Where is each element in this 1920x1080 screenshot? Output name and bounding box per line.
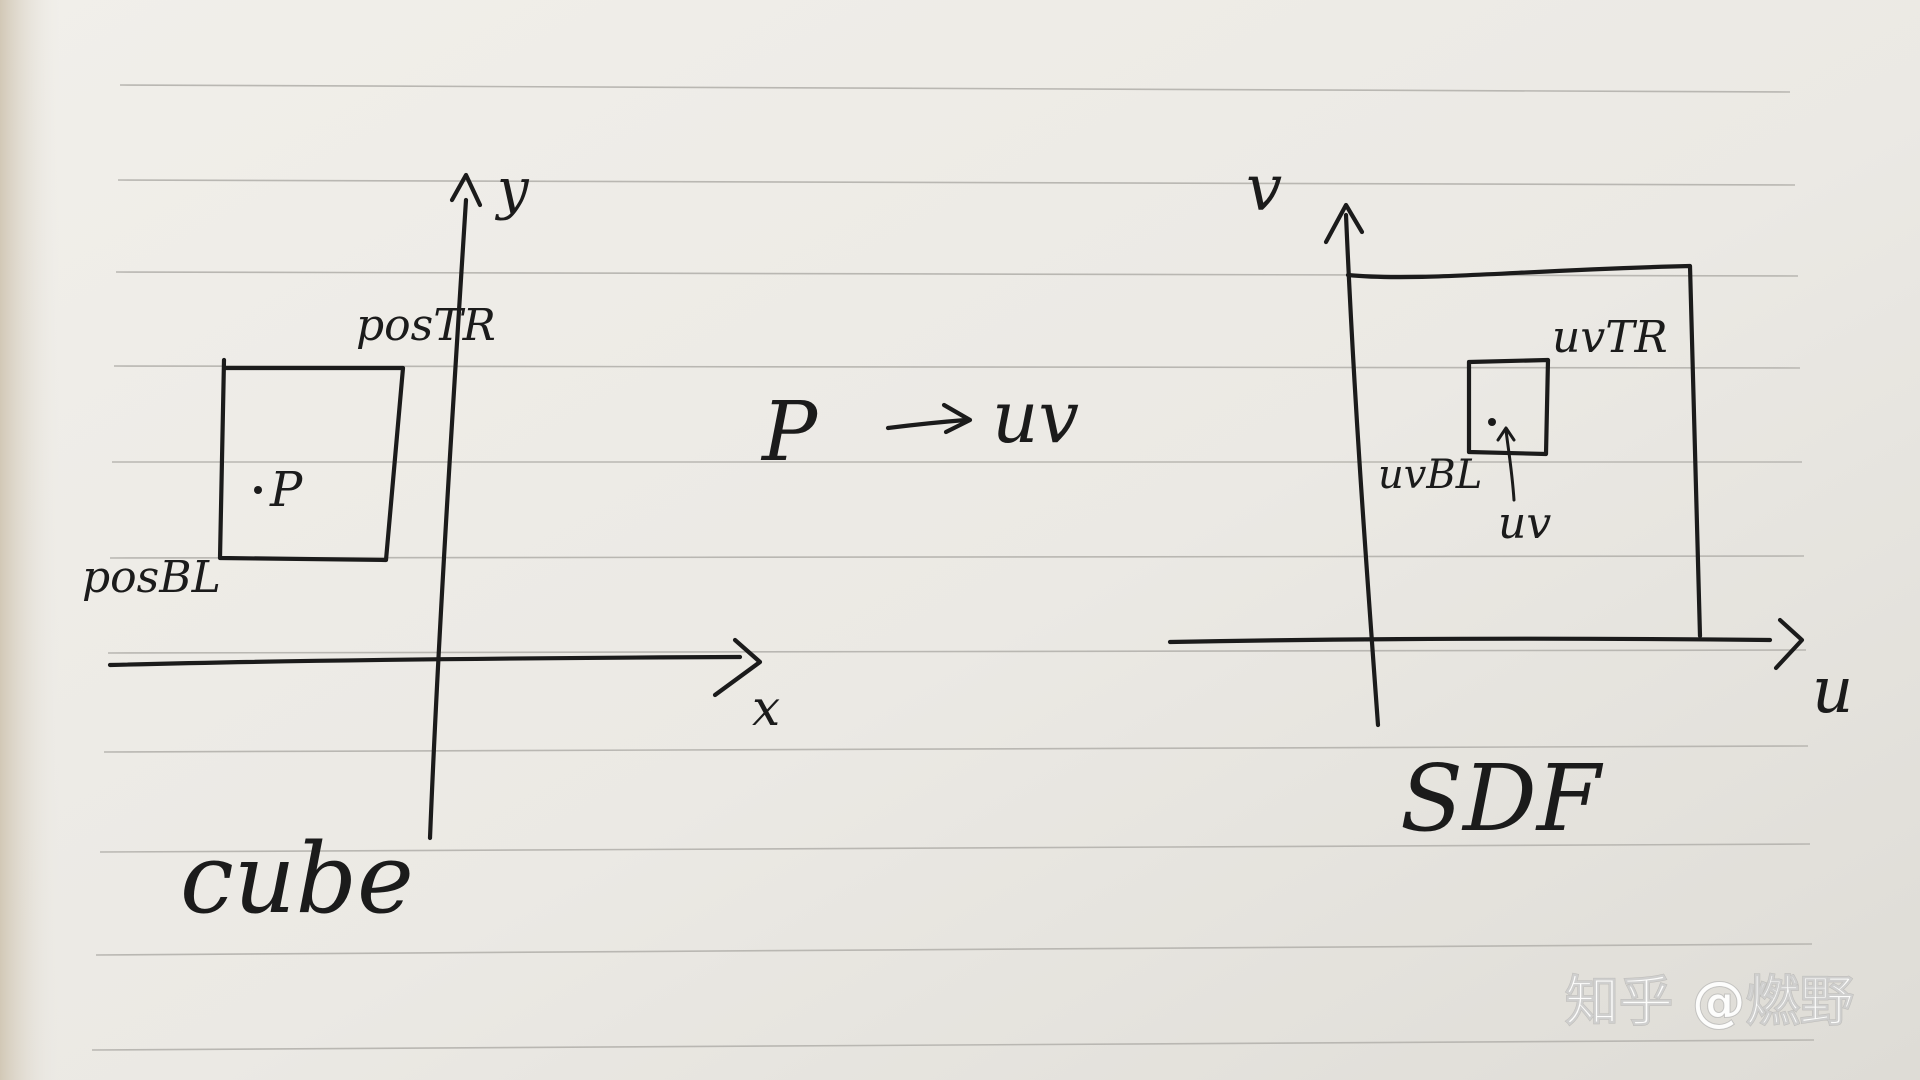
pos-bl-label: posBL xyxy=(82,552,221,603)
ruled-line xyxy=(107,649,1807,654)
zhihu-watermark: 知乎 @燃野 xyxy=(1565,970,1854,1033)
point-p-dot xyxy=(254,486,262,494)
v-axis-line xyxy=(1343,212,1381,728)
mapping-to-label: uv xyxy=(992,375,1079,459)
left-diagram: y x posTR posBL P cube xyxy=(82,157,780,935)
mapping-from-label: P xyxy=(760,385,819,480)
x-axis-arrowhead xyxy=(712,637,763,698)
ruled-line xyxy=(95,943,1813,956)
mapping-annotation: P uv xyxy=(760,375,1079,480)
uv-tr-label: uvTR xyxy=(1552,312,1668,363)
y-axis-label: y xyxy=(494,157,530,222)
ruled-line xyxy=(117,179,1796,186)
right-diagram: v u uvTR uvBL uv SDF xyxy=(1167,152,1853,852)
u-axis-label: u xyxy=(1812,654,1853,728)
ruled-line xyxy=(119,84,1791,93)
mapping-arrow-head xyxy=(941,402,973,435)
uv-pointer-line xyxy=(1504,428,1516,502)
ruled-lines xyxy=(91,84,1815,1051)
cube-caption: cube xyxy=(180,823,414,935)
x-axis-label: x xyxy=(752,679,780,737)
uv-point-dot xyxy=(1488,418,1496,426)
ruled-line xyxy=(103,745,1809,753)
u-axis-line xyxy=(1167,636,1773,645)
u-axis-arrowhead xyxy=(1773,617,1805,671)
mapping-arrow-shaft xyxy=(885,417,969,431)
uv-point-label: uv xyxy=(1498,498,1551,549)
v-axis-arrowhead xyxy=(1323,202,1365,245)
uv-pointer-head xyxy=(1496,426,1516,442)
ruled-line xyxy=(99,843,1811,853)
pos-tr-label: posTR xyxy=(356,300,496,351)
sdf-caption: SDF xyxy=(1400,745,1604,852)
ruled-line xyxy=(91,1039,1815,1051)
cube-rectangle xyxy=(217,357,406,563)
y-axis-arrowhead xyxy=(449,172,483,208)
x-axis-line xyxy=(107,654,743,668)
v-axis-label: v xyxy=(1246,152,1282,226)
y-axis-line xyxy=(427,197,469,841)
uv-bl-label: uvBL xyxy=(1378,452,1482,498)
page-edge-shadow xyxy=(0,0,60,1080)
ruled-line xyxy=(115,271,1799,277)
sdf-texture-border xyxy=(1345,263,1703,639)
uv-rectangle xyxy=(1466,357,1551,457)
point-p-label: P xyxy=(269,462,303,518)
ruled-line xyxy=(109,555,1805,559)
